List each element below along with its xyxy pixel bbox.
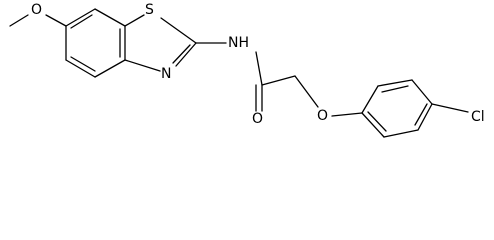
bond <box>124 14 145 27</box>
bond <box>255 51 263 86</box>
bond <box>65 59 96 78</box>
bond <box>367 111 387 132</box>
bond <box>381 85 409 93</box>
bond <box>160 17 197 44</box>
thiazole-nitrogen-label: N <box>161 66 171 82</box>
ether-oxygen-label: O <box>317 108 328 124</box>
thiazole-sulfur-label: S <box>145 2 154 18</box>
bond <box>94 59 126 78</box>
amide-nh-label: NH <box>228 35 249 51</box>
bond <box>417 103 433 131</box>
bond <box>361 112 385 138</box>
bond <box>361 85 379 114</box>
bond <box>70 56 96 72</box>
bond <box>261 75 296 86</box>
bond <box>411 79 433 105</box>
bond <box>124 59 161 72</box>
bond <box>172 44 191 64</box>
molecule-structure: O S N NH O O Cl <box>9 2 485 138</box>
bond <box>431 103 469 113</box>
bond <box>70 14 93 29</box>
bond <box>294 75 319 108</box>
bond <box>175 42 197 67</box>
bond <box>414 103 428 126</box>
bond <box>383 129 419 138</box>
bond <box>94 8 126 27</box>
chlorine-label: Cl <box>471 109 485 125</box>
bond <box>9 14 29 27</box>
bond <box>377 79 413 87</box>
bond <box>45 14 67 27</box>
methoxy-oxygen-label: O <box>31 2 42 18</box>
carbonyl-oxygen-label: O <box>252 111 263 127</box>
bond <box>331 112 363 117</box>
bond <box>65 8 96 27</box>
